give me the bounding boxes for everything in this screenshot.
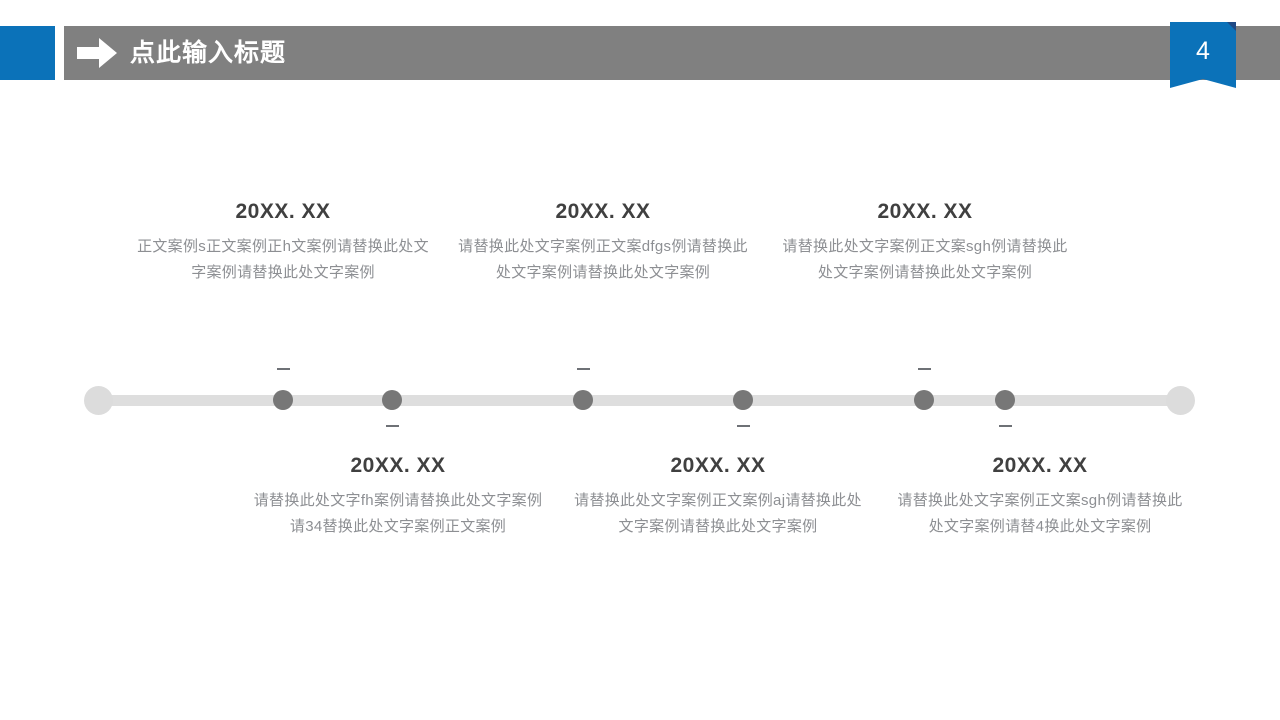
timeline-endcap-end	[1166, 386, 1195, 415]
timeline-node-1[interactable]	[273, 390, 293, 410]
milestone-block-2: 20XX. XX 请替换此处文字案例正文案dfgs例请替换此处文字案例请替换此处…	[453, 199, 753, 286]
timeline-endcap-start	[84, 386, 113, 415]
header-title-bar	[64, 26, 1280, 80]
header-accent-block	[0, 26, 55, 80]
milestone-date-2: 20XX. XX	[555, 200, 651, 223]
milestone-date-6: 20XX. XX	[992, 454, 1088, 477]
milestone-date-3: 20XX. XX	[877, 200, 973, 223]
timeline-connector-3	[577, 368, 590, 370]
page-number-label: 4	[1196, 37, 1210, 65]
milestone-body-4: 请替换此处文字fh案例请替换此处文字案例请34替换此处文字案例正文案例	[253, 492, 543, 535]
arrow-right-icon	[77, 38, 117, 68]
milestone-block-5: 20XX. XX 请替换此处文字案例正文案例aj请替换此处文字案例请替换此处文字…	[568, 453, 868, 540]
milestone-date-5: 20XX. XX	[670, 454, 766, 477]
timeline-connector-1	[277, 368, 290, 370]
timeline	[0, 340, 1280, 460]
milestone-block-6: 20XX. XX 请替换此处文字案例正文案sgh例请替换此处文字案例请替4换此处…	[890, 453, 1190, 540]
milestone-date-4: 20XX. XX	[350, 454, 446, 477]
milestone-date-1: 20XX. XX	[235, 200, 331, 223]
milestone-body-1: 正文案例s正文案例正h文案例请替换此处文字案例请替换此处文字案例	[137, 238, 429, 281]
timeline-node-5[interactable]	[914, 390, 934, 410]
milestone-body-5: 请替换此处文字案例正文案例aj请替换此处文字案例请替换此处文字案例	[574, 492, 862, 535]
timeline-connector-2	[386, 425, 399, 427]
page-number-badge: 4	[1170, 22, 1236, 88]
timeline-connector-4	[737, 425, 750, 427]
milestone-block-1: 20XX. XX 正文案例s正文案例正h文案例请替换此处文字案例请替换此处文字案…	[133, 199, 433, 286]
page-title: 点此输入标题	[130, 39, 287, 67]
timeline-connector-6	[999, 425, 1012, 427]
timeline-track	[98, 395, 1180, 406]
timeline-node-2[interactable]	[382, 390, 402, 410]
slide-header: 点此输入标题	[0, 0, 1280, 110]
timeline-node-6[interactable]	[995, 390, 1015, 410]
timeline-node-3[interactable]	[573, 390, 593, 410]
badge-ribbon-shape	[1170, 22, 1236, 88]
milestone-body-2: 请替换此处文字案例正文案dfgs例请替换此处文字案例请替换此处文字案例	[458, 238, 748, 281]
milestone-body-6: 请替换此处文字案例正文案sgh例请替换此处文字案例请替4换此处文字案例	[897, 492, 1183, 535]
milestone-body-3: 请替换此处文字案例正文案sgh例请替换此处文字案例请替换此处文字案例	[782, 238, 1068, 281]
milestone-block-3: 20XX. XX 请替换此处文字案例正文案sgh例请替换此处文字案例请替换此处文…	[775, 199, 1075, 286]
timeline-node-4[interactable]	[733, 390, 753, 410]
timeline-connector-5	[918, 368, 931, 370]
milestone-block-4: 20XX. XX 请替换此处文字fh案例请替换此处文字案例请34替换此处文字案例…	[248, 453, 548, 540]
